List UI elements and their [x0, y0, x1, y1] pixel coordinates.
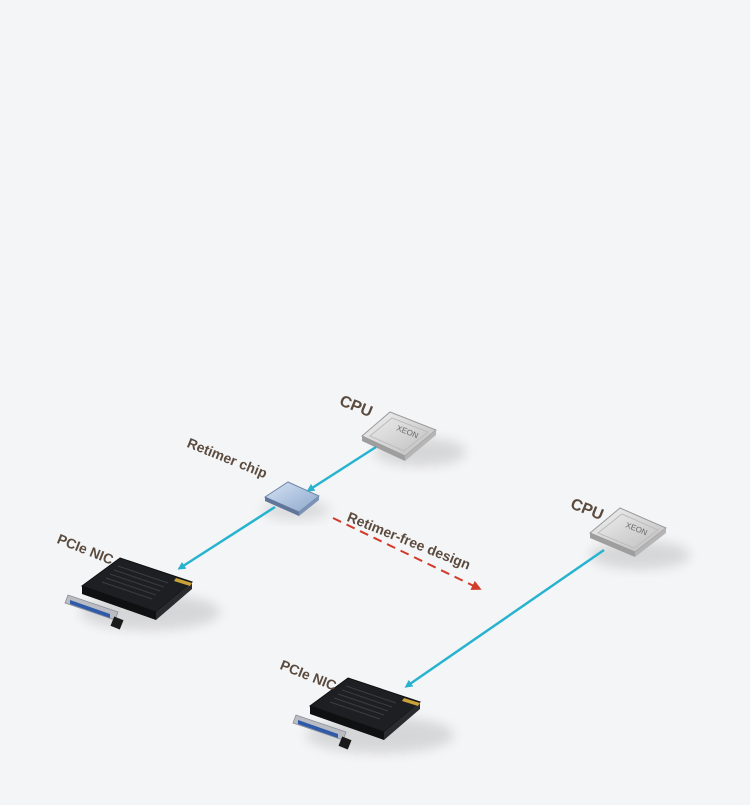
link-retimer-to-nic	[177, 505, 276, 570]
left-nic	[64, 557, 220, 630]
right-cpu	[589, 507, 690, 569]
retimer-free-arrow	[332, 517, 482, 590]
right-nic	[292, 677, 454, 753]
retimer-chip	[262, 481, 330, 520]
link-cpu-to-retimer	[306, 445, 377, 492]
link-cpu-to-nic-direct	[404, 548, 605, 688]
left-cpu	[361, 411, 466, 466]
